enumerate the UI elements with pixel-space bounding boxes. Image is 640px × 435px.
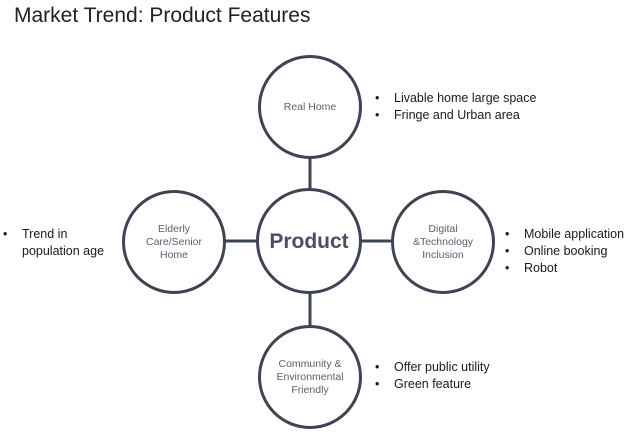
bullet-item: Robot	[502, 260, 624, 277]
bullets-real-home: Livable home large space Fringe and Urba…	[372, 90, 536, 124]
bullets-community-environment: Offer public utility Green feature	[372, 359, 490, 393]
node-community-environment-label: Community & Environmental Friendly	[276, 357, 344, 396]
node-digital-technology-label: Digital &Technology Inclusion	[412, 222, 474, 261]
bullet-item: Offer public utility	[372, 359, 490, 376]
node-community-environment: Community & Environmental Friendly	[258, 325, 362, 429]
node-product: Product	[256, 188, 362, 294]
node-real-home-label: Real Home	[283, 100, 337, 113]
node-real-home: Real Home	[258, 55, 362, 159]
node-digital-technology: Digital &Technology Inclusion	[391, 190, 495, 294]
bullet-item: Livable home large space	[372, 90, 536, 107]
node-elderly-care: Elderly Care/Senior Home	[122, 190, 226, 294]
bullet-item: Mobile application	[502, 226, 624, 243]
bullet-item: Fringe and Urban area	[372, 107, 536, 124]
bullet-item: Trend in population age	[0, 226, 104, 260]
bullet-item: Online booking	[502, 243, 624, 260]
bullets-elderly-care: Trend in population age	[0, 226, 104, 260]
bullets-digital-technology: Mobile application Online booking Robot	[502, 226, 624, 277]
node-elderly-care-label: Elderly Care/Senior Home	[145, 222, 203, 261]
node-product-label: Product	[269, 229, 349, 253]
diagram-title: Market Trend: Product Features	[14, 4, 311, 27]
bullet-item: Green feature	[372, 376, 490, 393]
